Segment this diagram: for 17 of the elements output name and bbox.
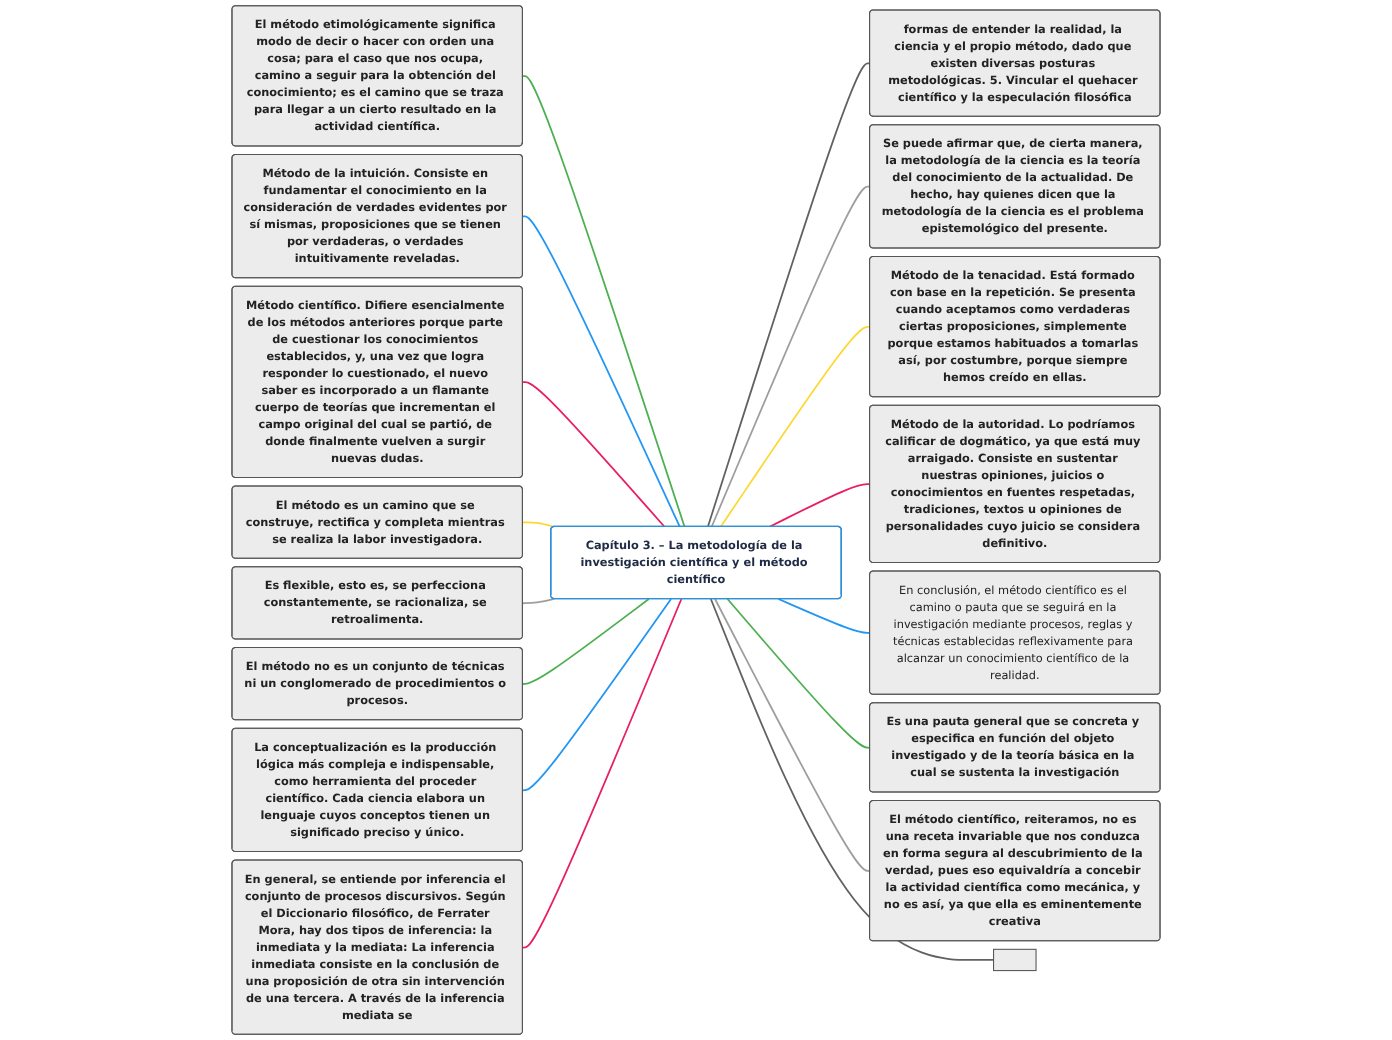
connector (709, 598, 995, 961)
connector (521, 75, 686, 528)
connector (521, 598, 555, 605)
connector (521, 598, 650, 685)
connector (710, 185, 871, 528)
connector (768, 483, 871, 528)
connector (707, 62, 871, 528)
connector (521, 521, 555, 528)
connector (719, 326, 871, 528)
connector (521, 598, 672, 792)
connector (714, 598, 871, 872)
connector (521, 381, 666, 528)
connector (726, 598, 871, 749)
connector (521, 598, 683, 949)
connector (777, 598, 871, 634)
node-box (993, 948, 1037, 972)
connector (521, 215, 681, 528)
